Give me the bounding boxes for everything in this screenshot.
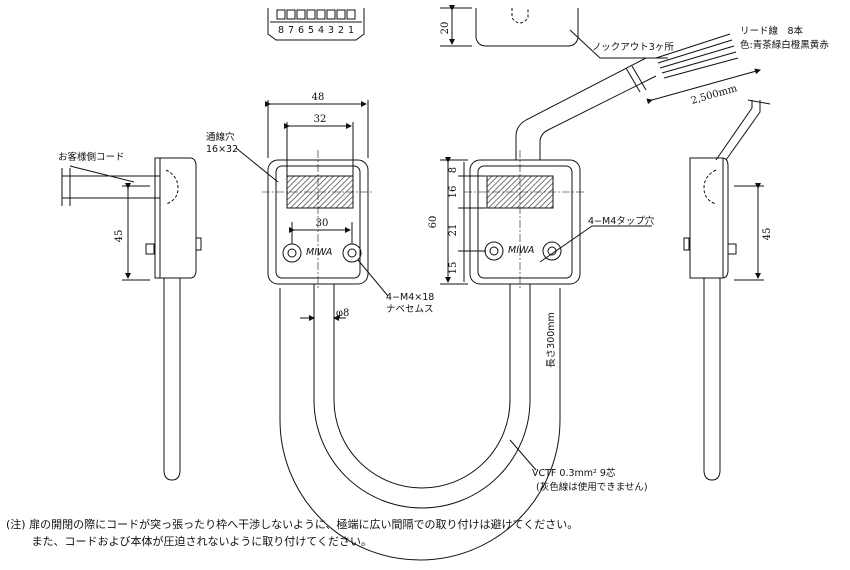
screw-type-label: ナベセムス [386, 304, 434, 315]
dim-phi8: φ8 [336, 308, 349, 319]
dim-48: 48 [312, 92, 325, 103]
dim-16: 16 [448, 186, 459, 199]
terminal-number: 6 [298, 25, 304, 36]
left-front-view [235, 100, 389, 321]
terminal-number: 4 [318, 25, 324, 36]
dim-45-left: 45 [114, 230, 125, 243]
cable-note-label: (灰色線は使用できません) [536, 481, 648, 493]
lead-wires-label: リード線 8本 [740, 25, 804, 37]
wiring-hole-size: 16×32 [206, 144, 238, 155]
right-front-view [440, 33, 761, 290]
lead-colors-label: 色:青茶緑白橙黒黄赤 [740, 39, 829, 51]
screw-label: 4−M4×18 [386, 292, 434, 303]
knockout-label: ノックアウト3ヶ所 [592, 42, 674, 53]
dim-30: 30 [316, 218, 329, 229]
dim-15: 15 [448, 262, 459, 275]
dim-60: 60 [428, 216, 439, 229]
u-cable [279, 284, 561, 561]
dim-32: 32 [314, 114, 327, 125]
logo-right: MIWA [508, 245, 534, 256]
dim-21: 21 [448, 224, 459, 237]
left-side-view [61, 157, 202, 481]
terminal-number: 2 [338, 25, 344, 36]
terminal-number: 7 [288, 25, 294, 36]
length-300-label: 長さ300mm [546, 312, 557, 368]
cable-length-label: 2,500mm [690, 83, 739, 107]
dim-8: 8 [448, 167, 459, 173]
cable-spec-label: VCTF 0.3mm² 9芯 [532, 467, 616, 479]
note-line-2: また、コードおよび本体が圧迫されないように取り付けてください。 [6, 535, 372, 548]
dim-45-right: 45 [762, 228, 773, 241]
customer-cord-label: お客様側コード [58, 151, 125, 163]
terminal-number: 8 [278, 25, 284, 36]
terminal-number: 1 [348, 25, 354, 36]
right-side-view [683, 99, 771, 481]
wiring-hole-label: 通線穴 [206, 131, 235, 143]
terminal-number: 5 [308, 25, 314, 36]
terminal-number: 3 [328, 25, 334, 36]
dim-20: 20 [440, 22, 451, 35]
terminal-block-top-view [267, 8, 365, 41]
tap-holes-label: 4−M4タップ穴 [588, 215, 655, 227]
logo-left: MIWA [306, 247, 332, 258]
note-line-1: (注) 扉の開閉の際にコードが突っ張ったり枠へ干渉しないように、極端に広い間隔で… [6, 518, 579, 531]
